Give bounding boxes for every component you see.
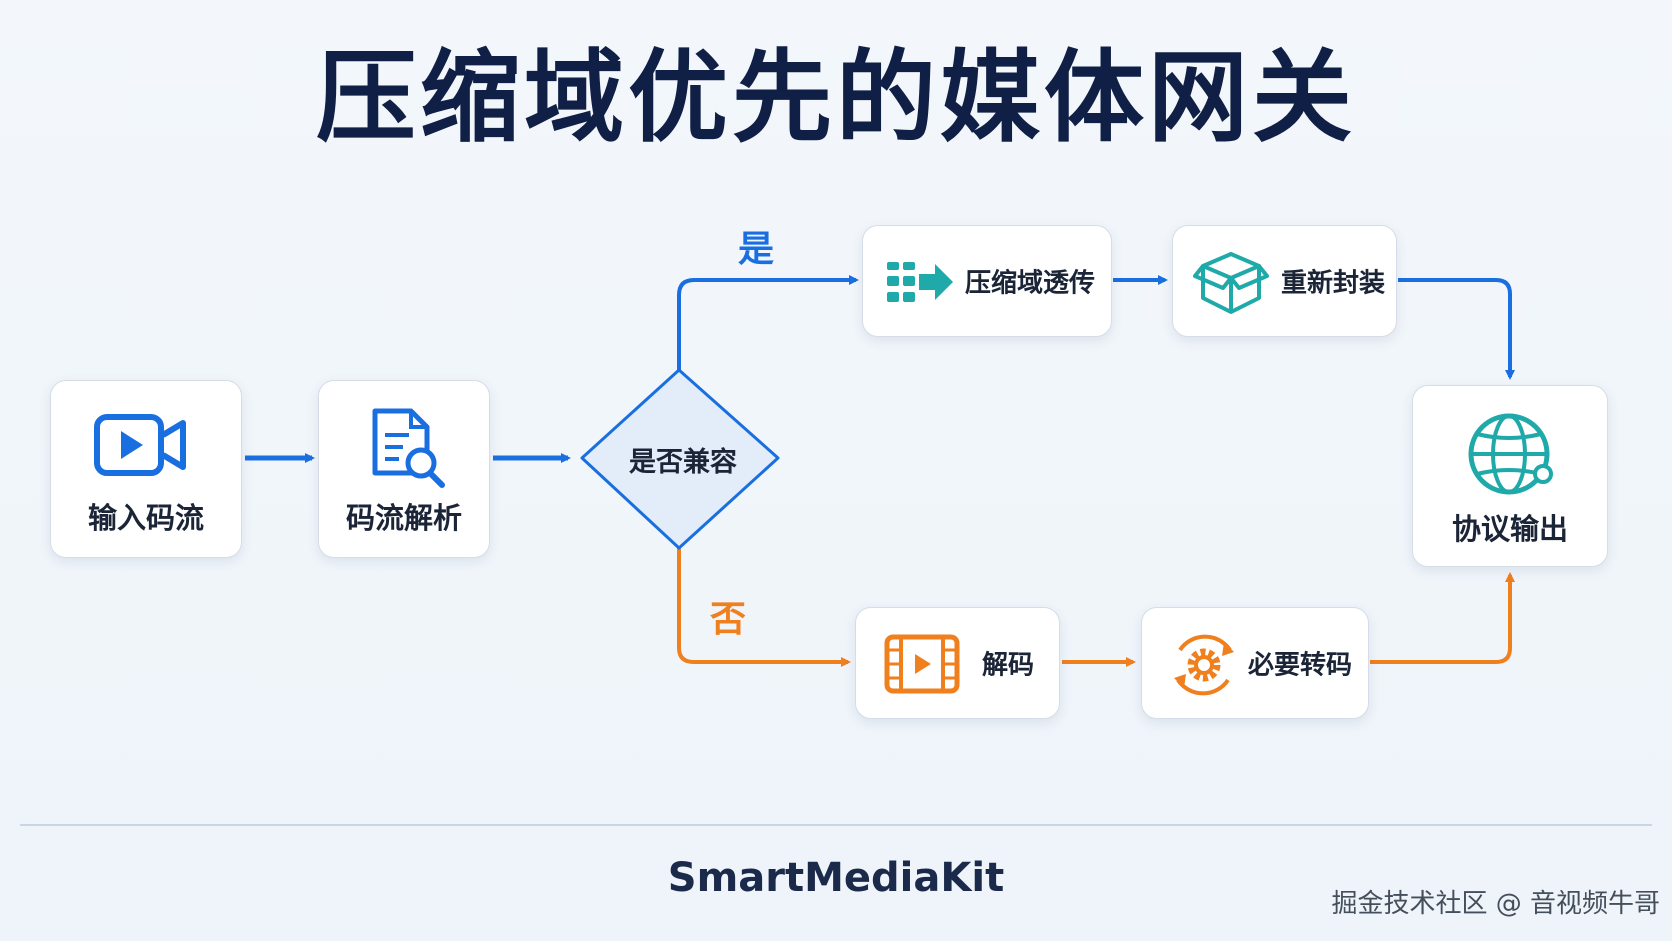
node-compressed-passthrough-label: 压缩域透传 — [965, 268, 1096, 299]
gear-cycle-icon — [1174, 634, 1234, 696]
edge-yes-branch — [677, 275, 859, 370]
compatible-check-diamond — [580, 368, 780, 550]
node-input-stream: 输入码流 — [50, 380, 242, 558]
node-input-stream-label: 输入码流 — [87, 501, 204, 535]
page-title: 压缩域优先的媒体网关 — [316, 39, 1356, 156]
node-remux-label: 重新封装 — [1281, 268, 1386, 299]
watermark: 掘金技术社区 @ 音视频牛哥 — [1331, 889, 1660, 919]
node-decode-label: 解码 — [982, 650, 1035, 681]
node-stream-parse: 码流解析 — [318, 380, 490, 558]
document-search-icon — [372, 408, 445, 488]
node-remux: 重新封装 — [1172, 225, 1397, 337]
node-protocol-output: 协议输出 — [1412, 385, 1608, 567]
node-protocol-output-label: 协议输出 — [1451, 512, 1568, 546]
edge-no-branch — [677, 548, 851, 667]
edge-label-no: 否 — [710, 599, 747, 640]
node-transcode: 必要转码 — [1141, 607, 1369, 719]
edge-remux-to-output — [1398, 278, 1515, 380]
film-play-icon — [884, 634, 960, 694]
edge-label-yes: 是 — [738, 229, 775, 270]
footer-divider — [20, 824, 1652, 826]
node-stream-parse-label: 码流解析 — [345, 501, 462, 535]
edge-transcode-to-output — [1370, 572, 1515, 664]
package-box-icon — [1193, 252, 1269, 314]
node-compressed-passthrough: 压缩域透传 — [862, 225, 1112, 337]
footer-brand: SmartMediaKit — [667, 855, 1005, 901]
passthrough-arrow-icon — [887, 262, 953, 302]
globe-network-icon — [1468, 413, 1553, 495]
node-transcode-label: 必要转码 — [1248, 650, 1353, 681]
node-decode: 解码 — [855, 607, 1060, 719]
compatible-check-label: 是否兼容 — [629, 447, 737, 478]
video-camera-icon — [94, 414, 186, 476]
